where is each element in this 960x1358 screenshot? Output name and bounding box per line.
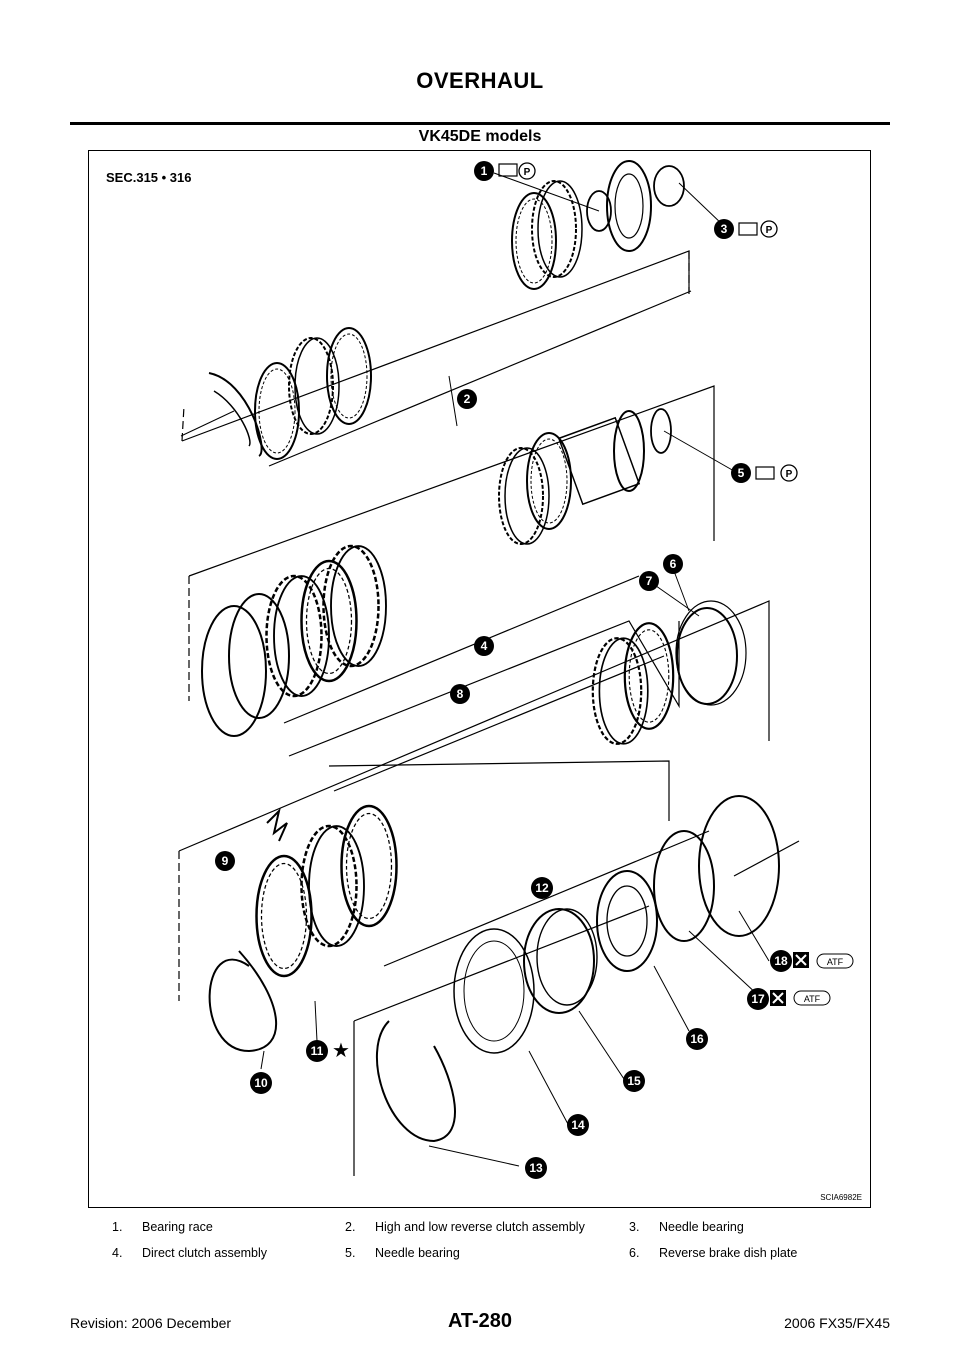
figure-code: SCIA6982E [820,1193,862,1202]
callout-13: 13 [525,1157,547,1179]
callout-8: 8 [450,684,470,704]
svg-text:1: 1 [481,164,488,178]
svg-text:11: 11 [311,1044,324,1058]
exploded-parts-diagram: 1 2 3 4 5 6 7 8 9 10 11 12 13 14 15 16 1… [88,150,871,1208]
callout-17: 17 [747,988,769,1010]
legend-row: 4.Direct clutch assembly 5.Needle bearin… [112,1240,892,1266]
assembly-lower-parts [375,795,800,1143]
svg-text:8: 8 [457,687,464,701]
svg-text:P: P [524,167,531,178]
legend-item: 3.Needle bearing [629,1220,744,1234]
callout-6: 6 [663,554,683,574]
svg-text:9: 9 [222,854,229,868]
assembly-4-outline [188,385,715,724]
assembly-2-parts [180,160,685,460]
section-code-label: SEC.315 • 316 [106,170,192,185]
callout-10: 10 [250,1072,272,1094]
parts-legend: 1.Bearing race 2.High and low reverse cl… [112,1214,892,1266]
atf-icon: ATF [793,990,831,1006]
atf-icon: ATF [816,953,854,969]
legend-item: 4.Direct clutch assembly [112,1246,268,1260]
legend-item: 6.Reverse brake dish plate [629,1246,798,1260]
model-label: 2006 FX35/FX45 [784,1315,890,1331]
replace-icon [770,990,786,1006]
callout-3: 3 [714,219,734,239]
svg-text:7: 7 [646,574,653,588]
callout-9: 9 [215,851,235,871]
revision-label: Revision: 2006 December [70,1315,232,1331]
svg-text:10: 10 [254,1076,268,1090]
svg-text:15: 15 [627,1074,641,1088]
star-icon: ★ [332,1040,350,1062]
leader-lines [260,172,770,1167]
callout-18: 18 [770,950,792,972]
callout-1: 1 [474,161,494,181]
callout-12: 12 [531,877,553,899]
legend-item: 1.Bearing race [112,1220,213,1234]
callout-4: 4 [474,636,494,656]
svg-text:ATF: ATF [827,957,844,967]
assembly-8-parts [591,600,747,745]
legend-row: 1.Bearing race 2.High and low reverse cl… [112,1214,892,1240]
diagram-artwork: 1 2 3 4 5 6 7 8 9 10 11 12 13 14 15 16 1… [178,160,854,1179]
petroleum-jelly-icon: P [755,464,798,482]
callout-11: 11 [306,1040,328,1062]
assembly-12-outline [178,600,770,1001]
svg-text:★: ★ [332,1040,350,1062]
callout-7: 7 [639,571,659,591]
assembly-lower-outline [353,905,650,1176]
svg-text:P: P [786,469,793,480]
svg-text:13: 13 [529,1161,543,1175]
svg-text:P: P [766,225,773,236]
legend-item: 2.High and low reverse clutch assembly [345,1220,585,1234]
callout-16: 16 [686,1028,708,1050]
replace-icon [793,952,809,968]
svg-text:2: 2 [464,392,471,406]
legend-item: 5.Needle bearing [345,1246,460,1260]
assembly-12-parts [208,804,398,1053]
svg-text:4: 4 [481,639,488,653]
petroleum-jelly-icon: P [738,220,778,238]
callout-2: 2 [457,389,477,409]
page-title: OVERHAUL [416,68,544,93]
svg-text:5: 5 [738,466,745,480]
callout-15: 15 [623,1070,645,1092]
svg-text:6: 6 [670,557,677,571]
svg-text:18: 18 [774,954,788,968]
svg-text:ATF: ATF [804,994,821,1004]
svg-text:14: 14 [571,1118,585,1132]
callout-5: 5 [731,463,751,483]
svg-text:12: 12 [535,881,549,895]
callout-14: 14 [567,1114,589,1136]
svg-text:3: 3 [721,222,728,236]
svg-text:16: 16 [690,1032,704,1046]
header-divider [70,122,890,125]
page-number: AT-280 [447,1310,513,1332]
assembly-4-parts [201,408,672,737]
section-subtitle: VK45DE models [418,128,542,145]
petroleum-jelly-icon: P [498,162,536,180]
svg-text:17: 17 [751,992,765,1006]
